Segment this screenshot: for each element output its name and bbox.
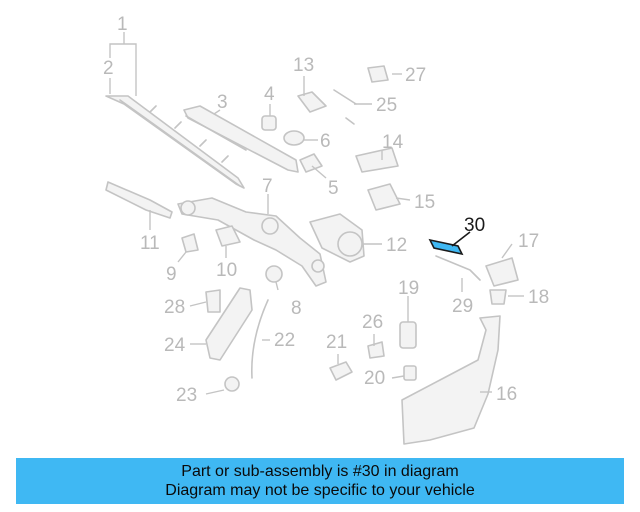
pump-parts xyxy=(329,321,417,381)
callout-2: 2 xyxy=(103,58,114,79)
wiper-arm-lower xyxy=(105,181,173,219)
callout-7: 7 xyxy=(262,176,273,197)
banner-line-2: Diagram may not be specific to your vehi… xyxy=(165,482,475,499)
callout-9: 9 xyxy=(166,264,177,285)
callout-28: 28 xyxy=(164,297,185,318)
callout-1: 1 xyxy=(117,14,128,35)
callout-4: 4 xyxy=(264,84,275,105)
parts-diagram: 1 2 3 4 5 6 7 8 9 10 11 12 13 14 15 16 1… xyxy=(103,14,549,445)
callout-19: 19 xyxy=(398,278,419,299)
callout-27: 27 xyxy=(405,65,426,86)
wiper-arm xyxy=(183,105,299,173)
callout-16: 16 xyxy=(496,384,517,405)
callout-10: 10 xyxy=(216,260,237,281)
wiper-motor xyxy=(309,213,365,263)
part-30-highlight xyxy=(428,238,464,256)
callout-21: 21 xyxy=(326,332,347,353)
callout-12: 12 xyxy=(386,235,407,256)
callout-17: 17 xyxy=(518,231,539,252)
callout-30: 30 xyxy=(464,215,485,236)
callout-13: 13 xyxy=(293,55,314,76)
callout-26: 26 xyxy=(362,312,383,333)
nozzle-parts xyxy=(435,255,519,305)
callout-6: 6 xyxy=(320,131,331,152)
banner-line-1: Part or sub-assembly is #30 in diagram xyxy=(181,463,459,480)
callout-20: 20 xyxy=(364,368,385,389)
info-banner: Part or sub-assembly is #30 in diagram D… xyxy=(16,458,624,504)
callout-labels: 1 2 3 4 5 6 7 8 9 10 11 12 13 14 15 16 1… xyxy=(103,14,549,406)
wiper-linkage xyxy=(177,197,327,287)
callout-3: 3 xyxy=(217,92,228,113)
callout-22: 22 xyxy=(274,330,295,351)
washer-reservoir xyxy=(401,315,501,445)
callout-8: 8 xyxy=(291,298,302,319)
callout-23: 23 xyxy=(176,385,197,406)
callout-25: 25 xyxy=(376,95,397,116)
lower-parts xyxy=(205,287,269,392)
callout-11: 11 xyxy=(140,233,160,254)
callout-24: 24 xyxy=(164,335,186,356)
small-parts xyxy=(181,65,401,283)
callout-5: 5 xyxy=(328,178,339,199)
wiper-blade xyxy=(105,95,245,189)
callout-29: 29 xyxy=(452,296,473,317)
callout-14: 14 xyxy=(382,132,404,153)
leader-lines xyxy=(109,32,524,395)
callout-15: 15 xyxy=(414,192,435,213)
callout-18: 18 xyxy=(528,287,549,308)
